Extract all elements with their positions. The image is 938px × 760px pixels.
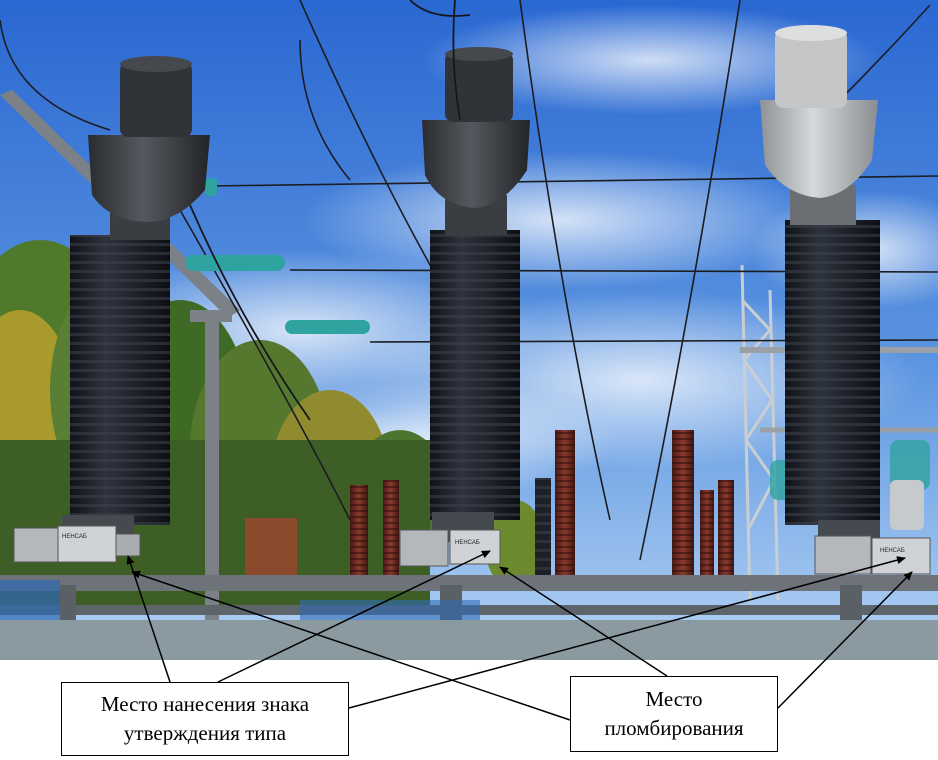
right-plate-text: НЕНСАБ (880, 548, 905, 554)
type-approval-label: Место нанесения знака утверждения типа (61, 682, 349, 756)
sealing-line1: Место (645, 687, 703, 711)
substation-photo: НЕНСАБ НЕНСАБ НЕНСАБ (0, 0, 938, 660)
type-approval-line1: Место нанесения знака (100, 692, 310, 716)
type-approval-line2: утверждения типа (123, 721, 287, 745)
left-transformer: НЕНСАБ (13, 56, 210, 563)
left-plate-text: НЕНСАБ (62, 534, 87, 540)
middle-plate-text: НЕНСАБ (455, 540, 480, 546)
middle-transformer: НЕНСАБ (399, 47, 530, 567)
sealing-line2: пломбирования (604, 716, 744, 740)
sealing-label: Место пломбирования (570, 676, 778, 752)
